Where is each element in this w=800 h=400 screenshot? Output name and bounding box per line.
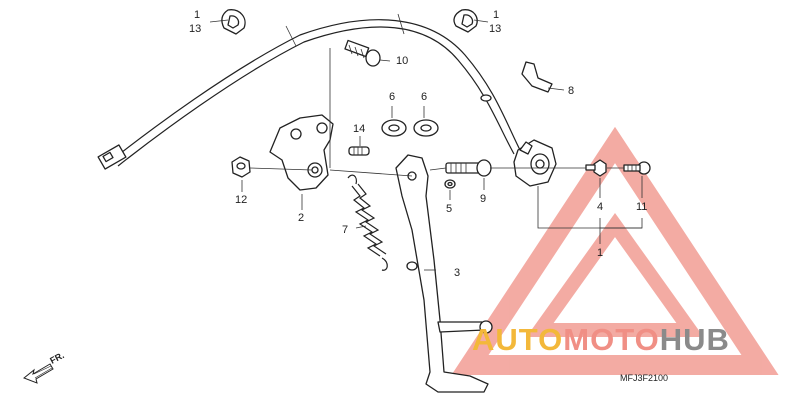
watermark-auto: AUTO [472,322,563,357]
watermark-logo-triangle [451,126,779,375]
callout-10: 10 [396,55,408,67]
screw-part-4 [585,159,607,177]
watermark-moto: MOTO [563,322,659,357]
collar-part-5 [444,179,456,189]
switch-cable [97,13,521,170]
callout-7: 7 [342,224,348,236]
cable-clamp-left [221,9,246,35]
pin-part-14 [348,146,370,156]
cable-guide-part-8 [521,61,553,93]
callout-9: 9 [480,193,486,205]
callout-2: 2 [298,212,304,224]
washer-part-6a [381,119,407,137]
callout-5: 5 [446,203,452,215]
side-stand-switch [513,139,557,187]
svg-text:AUTOMOTOHUB: AUTOMOTOHUB [472,322,730,357]
callout-13-right-clamp: 13 [489,23,501,35]
callout-14: 14 [353,123,365,135]
side-stand-part-3 [395,154,493,393]
washer-part-6b [413,119,439,137]
callout-12: 12 [235,194,247,206]
stand-bracket-part-2 [269,114,334,191]
front-arrow-icon [23,363,54,384]
callout-8: 8 [568,85,574,97]
callout-11: 11 [636,201,647,213]
bolt-part-10 [344,39,381,67]
bolt-part-9 [445,159,492,177]
watermark-hub: HUB [660,322,730,357]
diagram-code: MFJ3F2100 [620,373,668,383]
front-direction-indicator: FR. [23,350,66,384]
callout-1-left-clamp: 1 [194,9,200,21]
leader-lines [209,19,643,271]
callout-4: 4 [597,201,603,213]
bolt-part-11 [623,161,651,175]
callout-1-bottom: 1 [597,247,603,259]
callout-6b: 6 [421,91,427,103]
spring-part-7 [347,174,388,271]
front-label: FR. [48,350,65,366]
callout-6a: 6 [389,91,395,103]
callout-1-right-clamp: 1 [493,9,499,21]
cable-clamp-right [453,9,478,33]
callout-3: 3 [454,267,460,279]
nut-part-12 [231,156,251,178]
watermark-text: AUTOMOTOHUB [472,322,730,357]
callout-13-left-clamp: 13 [189,23,201,35]
